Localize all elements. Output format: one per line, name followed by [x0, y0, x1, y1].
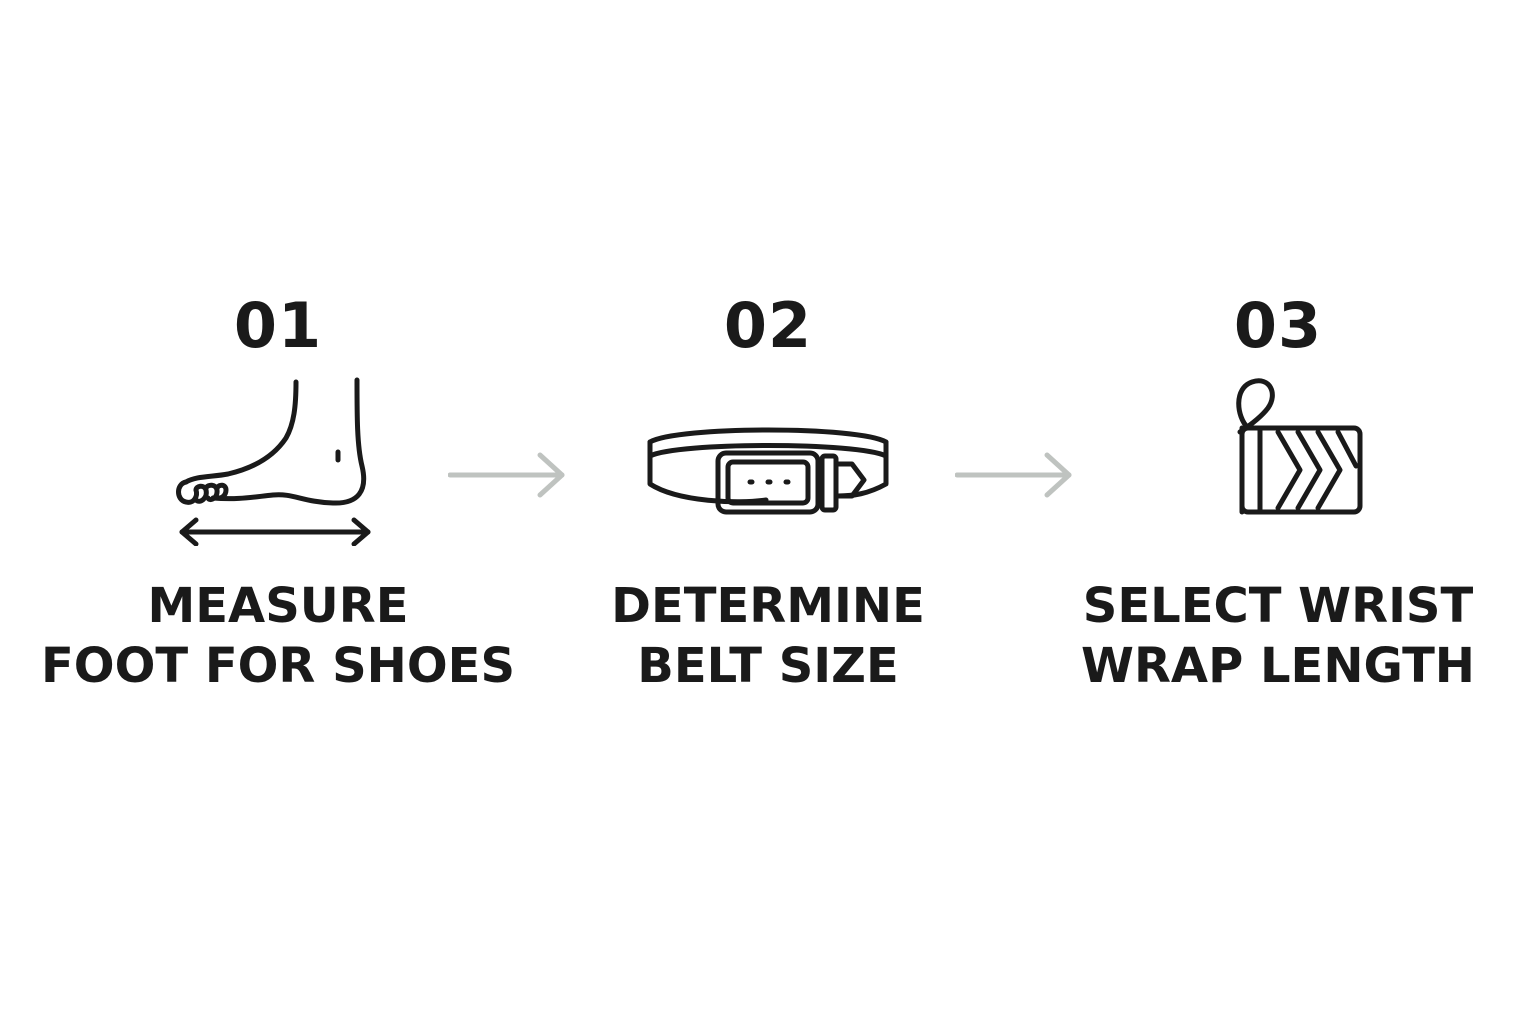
step-label-line-1: SELECT WRIST — [1082, 578, 1474, 634]
step-number: 03 — [1233, 289, 1323, 362]
belt-icon — [647, 427, 889, 515]
step-label-line-2: BELT SIZE — [637, 638, 899, 694]
step-label-line-2: WRAP LENGTH — [1081, 638, 1475, 694]
wrist-wrap-icon — [1236, 378, 1363, 515]
step-select-wrist-wrap: 03 SELECT WRIST WRAP LENGTH — [1038, 290, 1518, 696]
foot-measure-icon — [176, 377, 371, 546]
step-label: MEASURE FOOT FOR SHOES — [38, 576, 518, 696]
step-measure-foot: 01 MEASURE FOOT FOR SHOES — [38, 290, 518, 696]
step-label: DETERMINE BELT SIZE — [528, 576, 1008, 696]
step-label-line-1: MEASURE — [147, 578, 409, 634]
step-label: SELECT WRIST WRAP LENGTH — [1038, 576, 1518, 696]
step-label-line-1: DETERMINE — [611, 578, 925, 634]
arrow-right-icon — [448, 452, 565, 498]
step-number: 01 — [233, 289, 323, 362]
arrow-right-icon — [955, 452, 1072, 498]
step-determine-belt: 02 DETERMINE BELT SIZE — [528, 290, 1008, 696]
step-label-line-2: FOOT FOR SHOES — [40, 638, 516, 694]
step-number: 02 — [723, 289, 813, 362]
